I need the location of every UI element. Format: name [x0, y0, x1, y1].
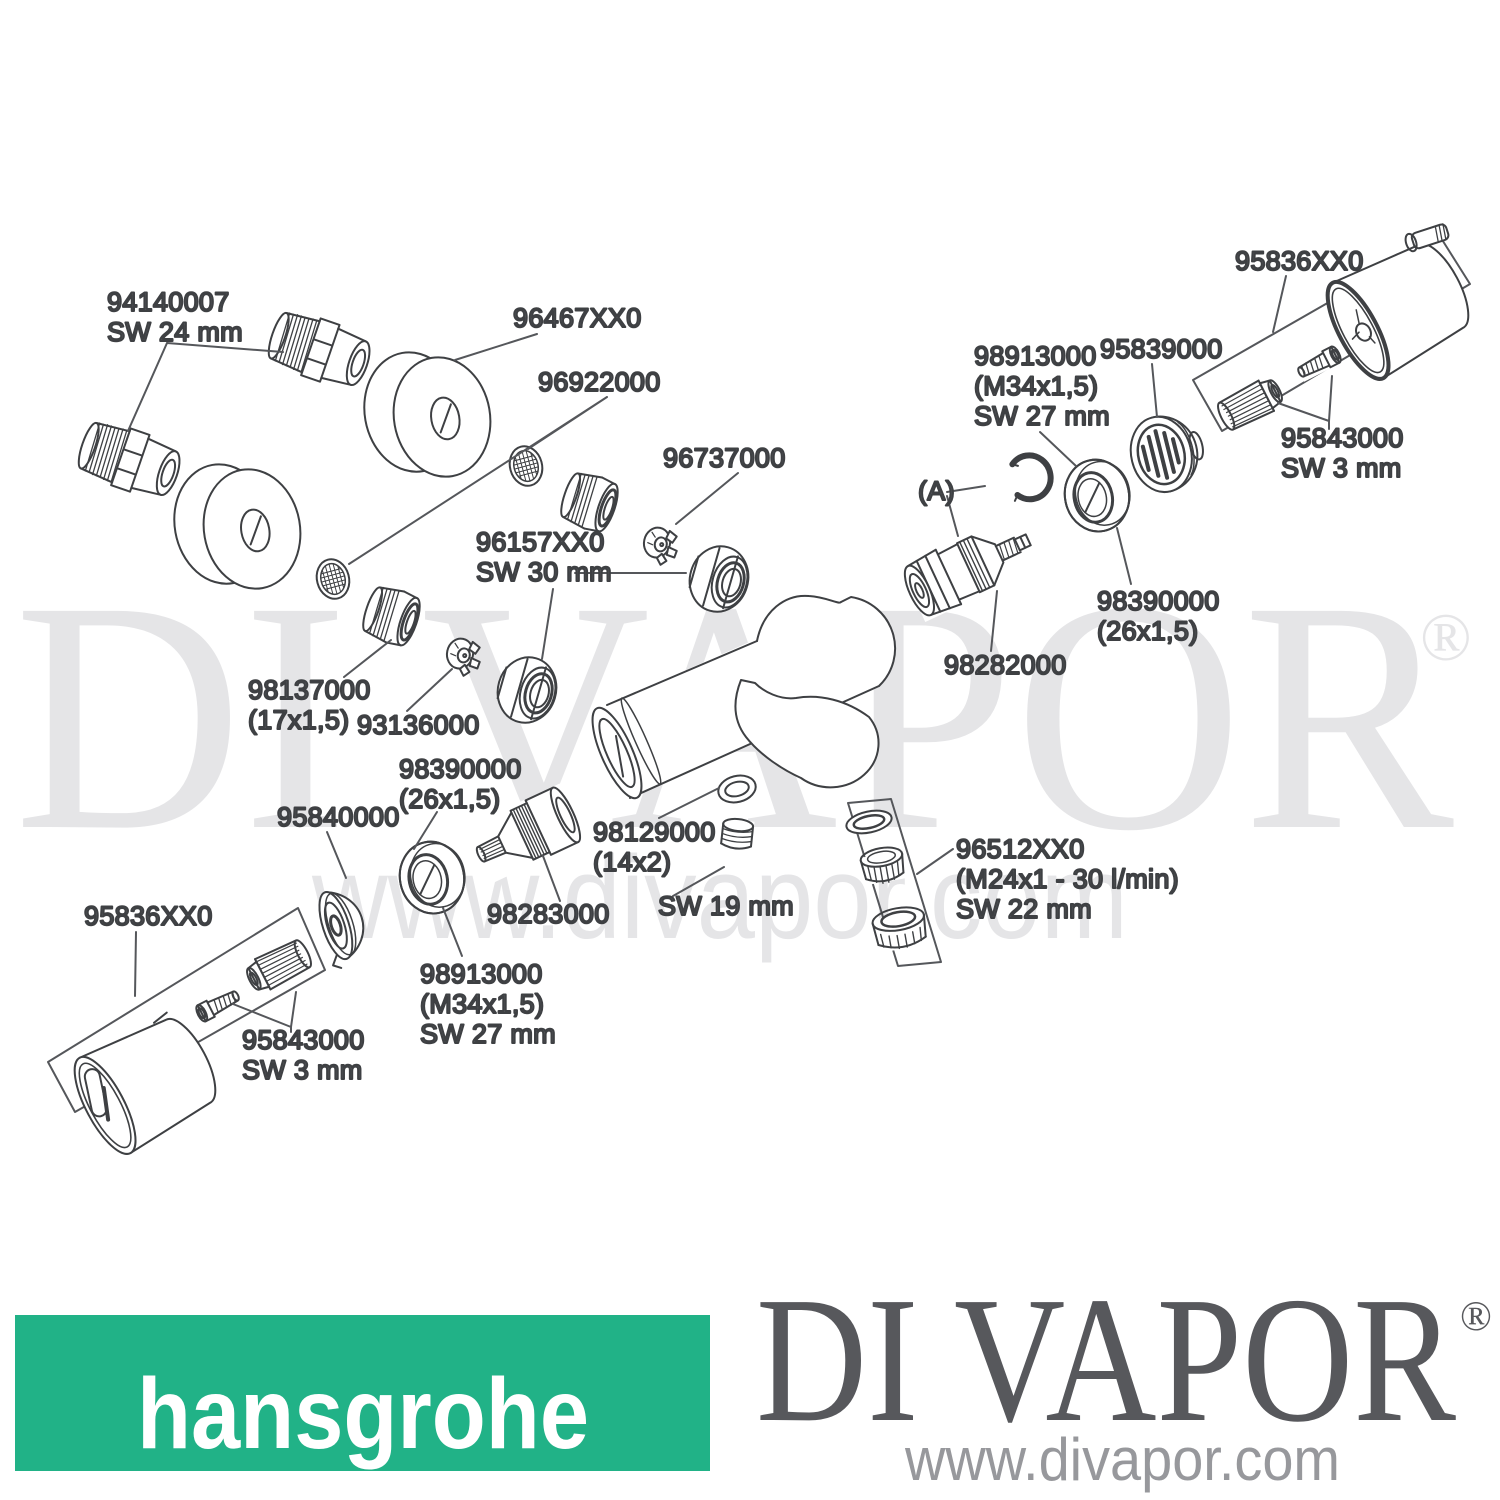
svg-text:SW 3 mm: SW 3 mm: [1281, 453, 1402, 483]
svg-text:98282000: 98282000: [944, 650, 1067, 680]
svg-text:98913000: 98913000: [974, 341, 1097, 371]
part-label-98390000-center: 98390000 (26x1,5): [398, 753, 522, 815]
svg-text:(A): (A): [918, 476, 955, 506]
part-drawing-screw-95843000-top-right: [1293, 343, 1345, 384]
part-drawing-spline-adapter-top-right: [1212, 372, 1289, 436]
leader-lines: [127, 275, 1333, 1033]
svg-text:98913000: 98913000: [420, 959, 543, 989]
bracket-aerator: [847, 798, 942, 967]
svg-text:SW 22 mm: SW 22 mm: [956, 894, 1092, 924]
svg-text:(M34x1,5): (M34x1,5): [420, 989, 544, 1019]
svg-text:(M24x1 - 30 l/min): (M24x1 - 30 l/min): [956, 864, 1179, 894]
diagram-line-art: 94140007 SW 24 mm 96467XX0 96922000 9673…: [47, 223, 1484, 1164]
part-label-95836XX0-left: 95836XX0: [83, 900, 213, 932]
svg-text:98137000: 98137000: [248, 675, 371, 705]
part-label-96512XX0: 96512XX0 (M24x1 - 30 l/min) SW 22 mm: [955, 833, 1180, 925]
divapor-logo: DI VAPOR ® www.divapor.com: [756, 1260, 1492, 1493]
part-label-A: (A): [917, 475, 956, 507]
svg-text:96512XX0: 96512XX0: [956, 834, 1085, 864]
handle-spline-stub: [1351, 309, 1376, 344]
part-label-95836XX0-right: 95836XX0: [1234, 245, 1364, 277]
svg-text:95836XX0: 95836XX0: [1235, 246, 1364, 276]
svg-text:96157XX0: 96157XX0: [476, 527, 605, 557]
part-label-95839000: 95839000: [1099, 333, 1223, 365]
part-label-98913000-center: 98913000 (M34x1,5) SW 27 mm: [419, 958, 557, 1050]
part-drawing-screwring-98913000-right: [1056, 452, 1139, 539]
svg-text:96737000: 96737000: [663, 443, 786, 473]
part-label-96737000: 96737000: [662, 442, 786, 474]
part-label-94140007: 94140007 SW 24 mm: [106, 286, 244, 348]
handle-pin: [1404, 223, 1450, 253]
divapor-registered-icon: ®: [1460, 1294, 1492, 1340]
svg-text:96922000: 96922000: [538, 367, 661, 397]
part-label-98129000: 98129000 (14x2): [592, 816, 716, 878]
svg-text:94140007: 94140007: [107, 287, 230, 317]
part-label-96157XX0: 96157XX0 SW 30 mm: [475, 526, 613, 588]
svg-text:SW 19 mm: SW 19 mm: [658, 891, 794, 921]
part-drawing-plug-sw19: [718, 816, 756, 855]
svg-text:SW 30 mm: SW 30 mm: [476, 557, 612, 587]
hansgrohe-logo: hansgrohe: [15, 1315, 710, 1471]
svg-text:SW 27 mm: SW 27 mm: [974, 401, 1110, 431]
svg-text:96467XX0: 96467XX0: [513, 303, 642, 333]
part-labels: 94140007 SW 24 mm 96467XX0 96922000 9673…: [83, 245, 1404, 1086]
part-label-98913000-right: 98913000 (M34x1,5) SW 27 mm: [973, 340, 1111, 432]
bracket-handle-bottom-left: [47, 907, 326, 1113]
part-label-95843000-left: 95843000 SW 3 mm: [241, 1024, 365, 1086]
part-drawing-handle-95836XX0-top-right: [1314, 223, 1484, 389]
divapor-logo-text: DI VAPOR: [756, 1260, 1456, 1459]
part-drawing-spline-adapter-bottom-left: [240, 934, 317, 998]
part-label-93136000: 93136000: [356, 709, 480, 741]
part-label-98390000-right: 98390000 (26x1,5): [1096, 585, 1220, 647]
part-label-98283000: 98283000: [486, 898, 610, 930]
divapor-url-text: www.divapor.com: [904, 1426, 1340, 1493]
svg-text:98390000: 98390000: [399, 754, 522, 784]
part-label-98282000: 98282000: [943, 649, 1067, 681]
svg-text:(M34x1,5): (M34x1,5): [974, 371, 1098, 401]
svg-text:95843000: 95843000: [1281, 423, 1404, 453]
footer: hansgrohe DI VAPOR ® www.divapor.com: [15, 1260, 1492, 1493]
svg-text:(17x1,5): (17x1,5): [248, 705, 349, 735]
part-label-sw19: SW 19 mm: [657, 890, 795, 922]
svg-text:98283000: 98283000: [487, 899, 610, 929]
svg-text:(26x1,5): (26x1,5): [1097, 616, 1198, 646]
part-drawing-mixer-body: [591, 594, 897, 800]
svg-text:98129000: 98129000: [593, 817, 716, 847]
svg-text:95843000: 95843000: [242, 1025, 365, 1055]
svg-text:SW 3 mm: SW 3 mm: [242, 1055, 363, 1085]
part-label-95843000-right: 95843000 SW 3 mm: [1280, 422, 1404, 484]
part-label-96467XX0: 96467XX0: [512, 302, 642, 334]
svg-text:SW 27 mm: SW 27 mm: [420, 1019, 556, 1049]
part-label-98137000: 98137000 (17x1,5): [247, 674, 371, 736]
svg-text:SW 24 mm: SW 24 mm: [107, 317, 243, 347]
svg-text:95840000: 95840000: [277, 802, 400, 832]
svg-text:95839000: 95839000: [1100, 334, 1223, 364]
part-drawing-adapter-94140007-a: [261, 304, 379, 396]
watermark-registered-icon: ®: [1420, 599, 1472, 675]
part-drawing-handle-95836XX0-bottom-left: [61, 1004, 231, 1164]
part-drawing-c-clip: [1004, 451, 1055, 504]
svg-text:98390000: 98390000: [1097, 586, 1220, 616]
svg-text:(14x2): (14x2): [593, 847, 671, 877]
part-drawing-cap-95839000: [1120, 405, 1214, 501]
part-label-95840000: 95840000: [276, 801, 400, 833]
hansgrohe-logo-text: hansgrohe: [137, 1358, 589, 1470]
svg-text:(26x1,5): (26x1,5): [399, 784, 500, 814]
part-label-96922000: 96922000: [537, 366, 661, 398]
part-drawing-escutcheon-96467XX0-a: [353, 338, 501, 491]
svg-text:93136000: 93136000: [357, 710, 480, 740]
svg-text:95836XX0: 95836XX0: [84, 901, 213, 931]
